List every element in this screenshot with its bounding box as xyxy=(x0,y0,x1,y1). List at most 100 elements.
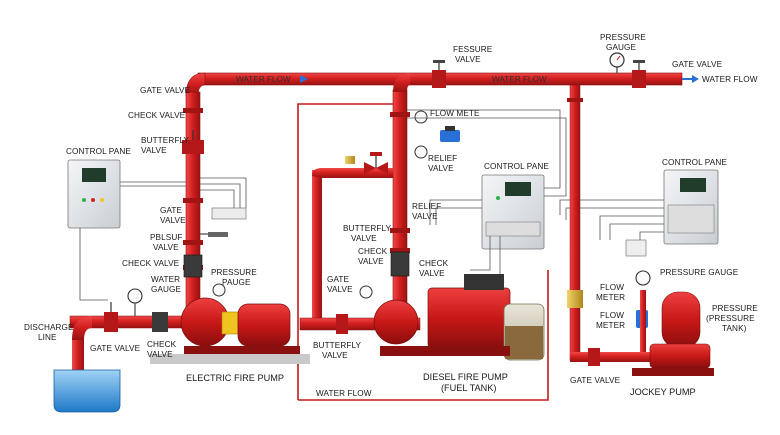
junction-box-right xyxy=(625,239,647,257)
electric-pump-coupling xyxy=(221,311,239,335)
diesel-suction-gate-valve xyxy=(336,285,373,334)
butterfly-valve-electric-riser xyxy=(182,130,204,154)
label-butterfly-valve-low-2: VALVE xyxy=(322,351,348,360)
label-check-valve-bottom: CHECK xyxy=(147,340,177,349)
diesel-engine xyxy=(427,274,511,349)
jockey-vertical-pipe xyxy=(567,84,583,361)
label-pressure-tank-3: TANK) xyxy=(722,324,747,333)
jockey-gate-valve xyxy=(588,348,600,366)
label-pressure-valve-2: VALVE xyxy=(455,55,481,64)
label-pressure-tank-2: (PRESSURE xyxy=(706,314,755,323)
label-pressure-switch: PBLSUF xyxy=(150,233,182,242)
label-flow-meter-right-2: FLOW xyxy=(600,311,624,320)
label-flow-meter-right-1: FLOW xyxy=(600,283,624,292)
suction-check-valve xyxy=(152,312,168,332)
control-panel-right xyxy=(663,169,719,245)
label-water-gauge: WATER xyxy=(151,275,180,284)
label-check-valve-diesel-1-b: VALVE xyxy=(358,257,384,266)
label-check-valve-diesel-1: CHECK xyxy=(358,247,388,256)
check-valve-diesel-riser xyxy=(390,251,410,277)
jockey-pump xyxy=(632,343,714,376)
label-water-flow-bottom: WATER FLOW xyxy=(316,389,372,398)
label-flow-meter-right-1-b: METER xyxy=(596,293,625,302)
water-flow-arrow-outlet xyxy=(682,75,699,83)
electric-pump-riser xyxy=(183,91,203,315)
check-valve-electric-riser xyxy=(183,254,203,278)
label-check-valve-mid: CHECK VALVE xyxy=(122,259,180,268)
label-pressure-gauge-ep: PRESSURE xyxy=(211,268,257,277)
label-flow-meter-top: FLOW METE xyxy=(430,109,480,118)
suction-gate-valve xyxy=(104,302,118,332)
jockey-brass-valve xyxy=(567,290,583,308)
control-panel-left xyxy=(67,159,121,229)
label-pressure-gauge-right: PRESSURE GAUGE xyxy=(660,268,739,277)
label-relief-valve-1-b: VALVE xyxy=(428,164,454,173)
label-check-valve-top: CHECK VALVE xyxy=(128,111,186,120)
jockey-pressure-gauge xyxy=(635,270,651,286)
pressure-relief-valve-top xyxy=(432,60,446,88)
label-relief-valve-2: RELIEF xyxy=(412,202,441,211)
relief-brass-fitting xyxy=(345,156,355,164)
label-gate-valve-top: GATE VALVE xyxy=(140,86,191,95)
label-pressure-gauge-top-2: GAUGE xyxy=(606,43,637,52)
label-butterfly-valve-mid-2: VALVE xyxy=(351,234,377,243)
label-diesel-fire-pump: DIESEL FIRE PUMP xyxy=(423,372,508,382)
diesel-pump-volute xyxy=(373,299,419,345)
pressure-gauge-mid xyxy=(414,110,428,159)
label-gate-valve-mid-2: VALVE xyxy=(160,216,186,225)
label-relief-valve-2-b: VALVE xyxy=(412,212,438,221)
jockey-flow-meter xyxy=(636,290,648,352)
label-water-flow-outlet: WATER FLOW xyxy=(702,75,758,84)
label-check-valve-diesel-2-b: VALVE xyxy=(419,269,445,278)
flow-meter-top xyxy=(440,126,460,142)
label-gate-valve-bottom: GATE VALVE xyxy=(90,344,141,353)
electric-pump-pressure-gauge xyxy=(212,283,226,297)
label-pressure-tank: PRESSURE xyxy=(712,304,758,313)
gate-valve-top-right xyxy=(632,60,646,88)
label-gate-valve-top-right: GATE VALVE xyxy=(672,60,723,69)
label-water-gauge-2: GAUGE xyxy=(151,285,182,294)
label-gate-valve-diesel-2: VALVE xyxy=(327,285,353,294)
electric-motor xyxy=(237,303,291,347)
pressure-switch-left xyxy=(200,232,228,237)
label-jockey-pump: JOCKEY PUMP xyxy=(630,387,696,397)
sensing-line xyxy=(297,103,549,401)
label-electric-fire-pump: ELECTRIC FIRE PUMP xyxy=(186,373,284,383)
label-diesel-fire-pump-2: (FUEL TANK) xyxy=(441,383,496,393)
label-butterfly-valve-top-2: VALVE xyxy=(141,146,167,155)
label-water-flow-top-left: WATER FLOW xyxy=(236,75,291,84)
label-gate-valve-diesel: GATE xyxy=(327,275,350,284)
wires-left-panel xyxy=(79,177,247,301)
pressure-gauge-top xyxy=(609,52,625,74)
wires-right-panel xyxy=(559,199,664,245)
label-butterfly-valve-top: BUTTERFLY xyxy=(141,136,189,145)
water-reservoir xyxy=(53,369,121,413)
label-control-panel-mid: CONTROL PANE xyxy=(484,162,549,171)
label-gate-valve-jockey: GATE VALVE xyxy=(570,376,621,385)
fuel-tank xyxy=(503,303,545,361)
label-butterfly-valve-mid: BUTTERFLY xyxy=(343,224,391,233)
electric-pump-base xyxy=(150,346,310,364)
relief-valve-diesel xyxy=(364,152,388,174)
water-flow-arrow-top xyxy=(300,75,308,83)
label-pressure-switch-2: VALVE xyxy=(153,243,179,252)
diesel-pump-base xyxy=(380,346,510,356)
label-butterfly-valve-low: BUTTERFLY xyxy=(313,341,361,350)
label-gate-valve-mid: GATE xyxy=(160,206,183,215)
label-check-valve-bottom-2: VALVE xyxy=(147,350,173,359)
jockey-bottom-pipe xyxy=(570,352,660,362)
label-control-panel-right: CONTROL PANE xyxy=(662,158,727,167)
label-discharge-line: DISCHARGE xyxy=(24,323,74,332)
label-discharge-line-2: LINE xyxy=(38,333,57,342)
label-water-flow-top-mid: WATER FLOW xyxy=(492,75,547,84)
water-gauge-electric xyxy=(127,288,143,316)
label-relief-valve-1: RELIEF xyxy=(428,154,457,163)
terminal-box-left xyxy=(211,207,247,220)
label-pressure-valve: FESSURE xyxy=(453,45,493,54)
label-pressure-gauge-ep-2: PAUGE xyxy=(222,278,251,287)
label-pressure-gauge-top: PRESSURE xyxy=(600,33,646,42)
labels: GATE VALVE CHECK VALVE BUTTERFLY VALVE C… xyxy=(24,33,758,398)
control-panel-mid xyxy=(481,174,545,250)
label-control-panel-left: CONTROL PANE xyxy=(66,147,131,156)
